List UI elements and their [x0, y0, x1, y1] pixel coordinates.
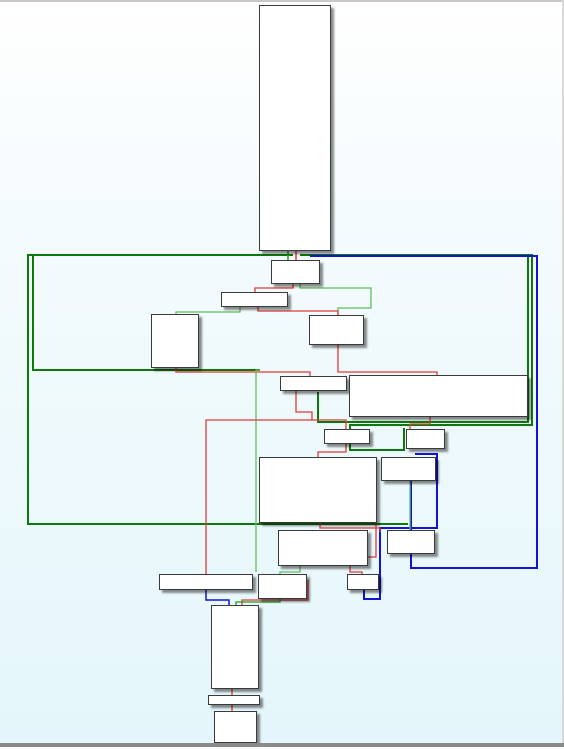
edge-h	[295, 391, 347, 429]
edge-k	[317, 444, 347, 458]
node-18[interactable]	[208, 695, 260, 705]
node-17[interactable]	[211, 605, 259, 689]
node-7[interactable]	[349, 375, 528, 417]
edge-g	[255, 369, 260, 572]
node-13[interactable]	[387, 530, 435, 554]
edge-l	[408, 480, 411, 533]
node-entry[interactable]	[259, 5, 331, 251]
scroll-edge	[562, 0, 564, 747]
node-6[interactable]	[280, 376, 347, 391]
edge-b	[299, 284, 372, 315]
edge-e	[175, 368, 311, 376]
edge-d	[257, 307, 339, 315]
edge-f	[337, 345, 438, 376]
edge-o	[349, 566, 363, 575]
node-11[interactable]	[381, 457, 436, 481]
node-2[interactable]	[271, 260, 320, 284]
edge-loop-inner	[32, 254, 293, 371]
edge-blue-bottom	[205, 590, 230, 606]
node-9[interactable]	[406, 429, 445, 449]
bottom-bar	[0, 743, 564, 747]
node-8[interactable]	[324, 429, 370, 444]
node-14[interactable]	[159, 574, 253, 590]
node-5[interactable]	[309, 315, 364, 345]
node-10[interactable]	[259, 457, 377, 523]
edge-a	[254, 284, 294, 292]
node-12[interactable]	[278, 530, 368, 566]
edge-i	[205, 419, 312, 574]
node-exit[interactable]	[214, 711, 257, 743]
edge-loop-right2	[305, 254, 533, 451]
edge-r	[235, 599, 281, 606]
edge-m	[319, 522, 381, 532]
node-4[interactable]	[151, 314, 199, 368]
edge-j	[409, 416, 431, 429]
edge-c	[175, 307, 241, 315]
node-16[interactable]	[347, 574, 379, 590]
node-3[interactable]	[221, 292, 288, 307]
node-15[interactable]	[258, 574, 307, 599]
edge-p	[368, 524, 377, 558]
edge-q	[241, 580, 309, 606]
edge-n	[279, 566, 301, 575]
